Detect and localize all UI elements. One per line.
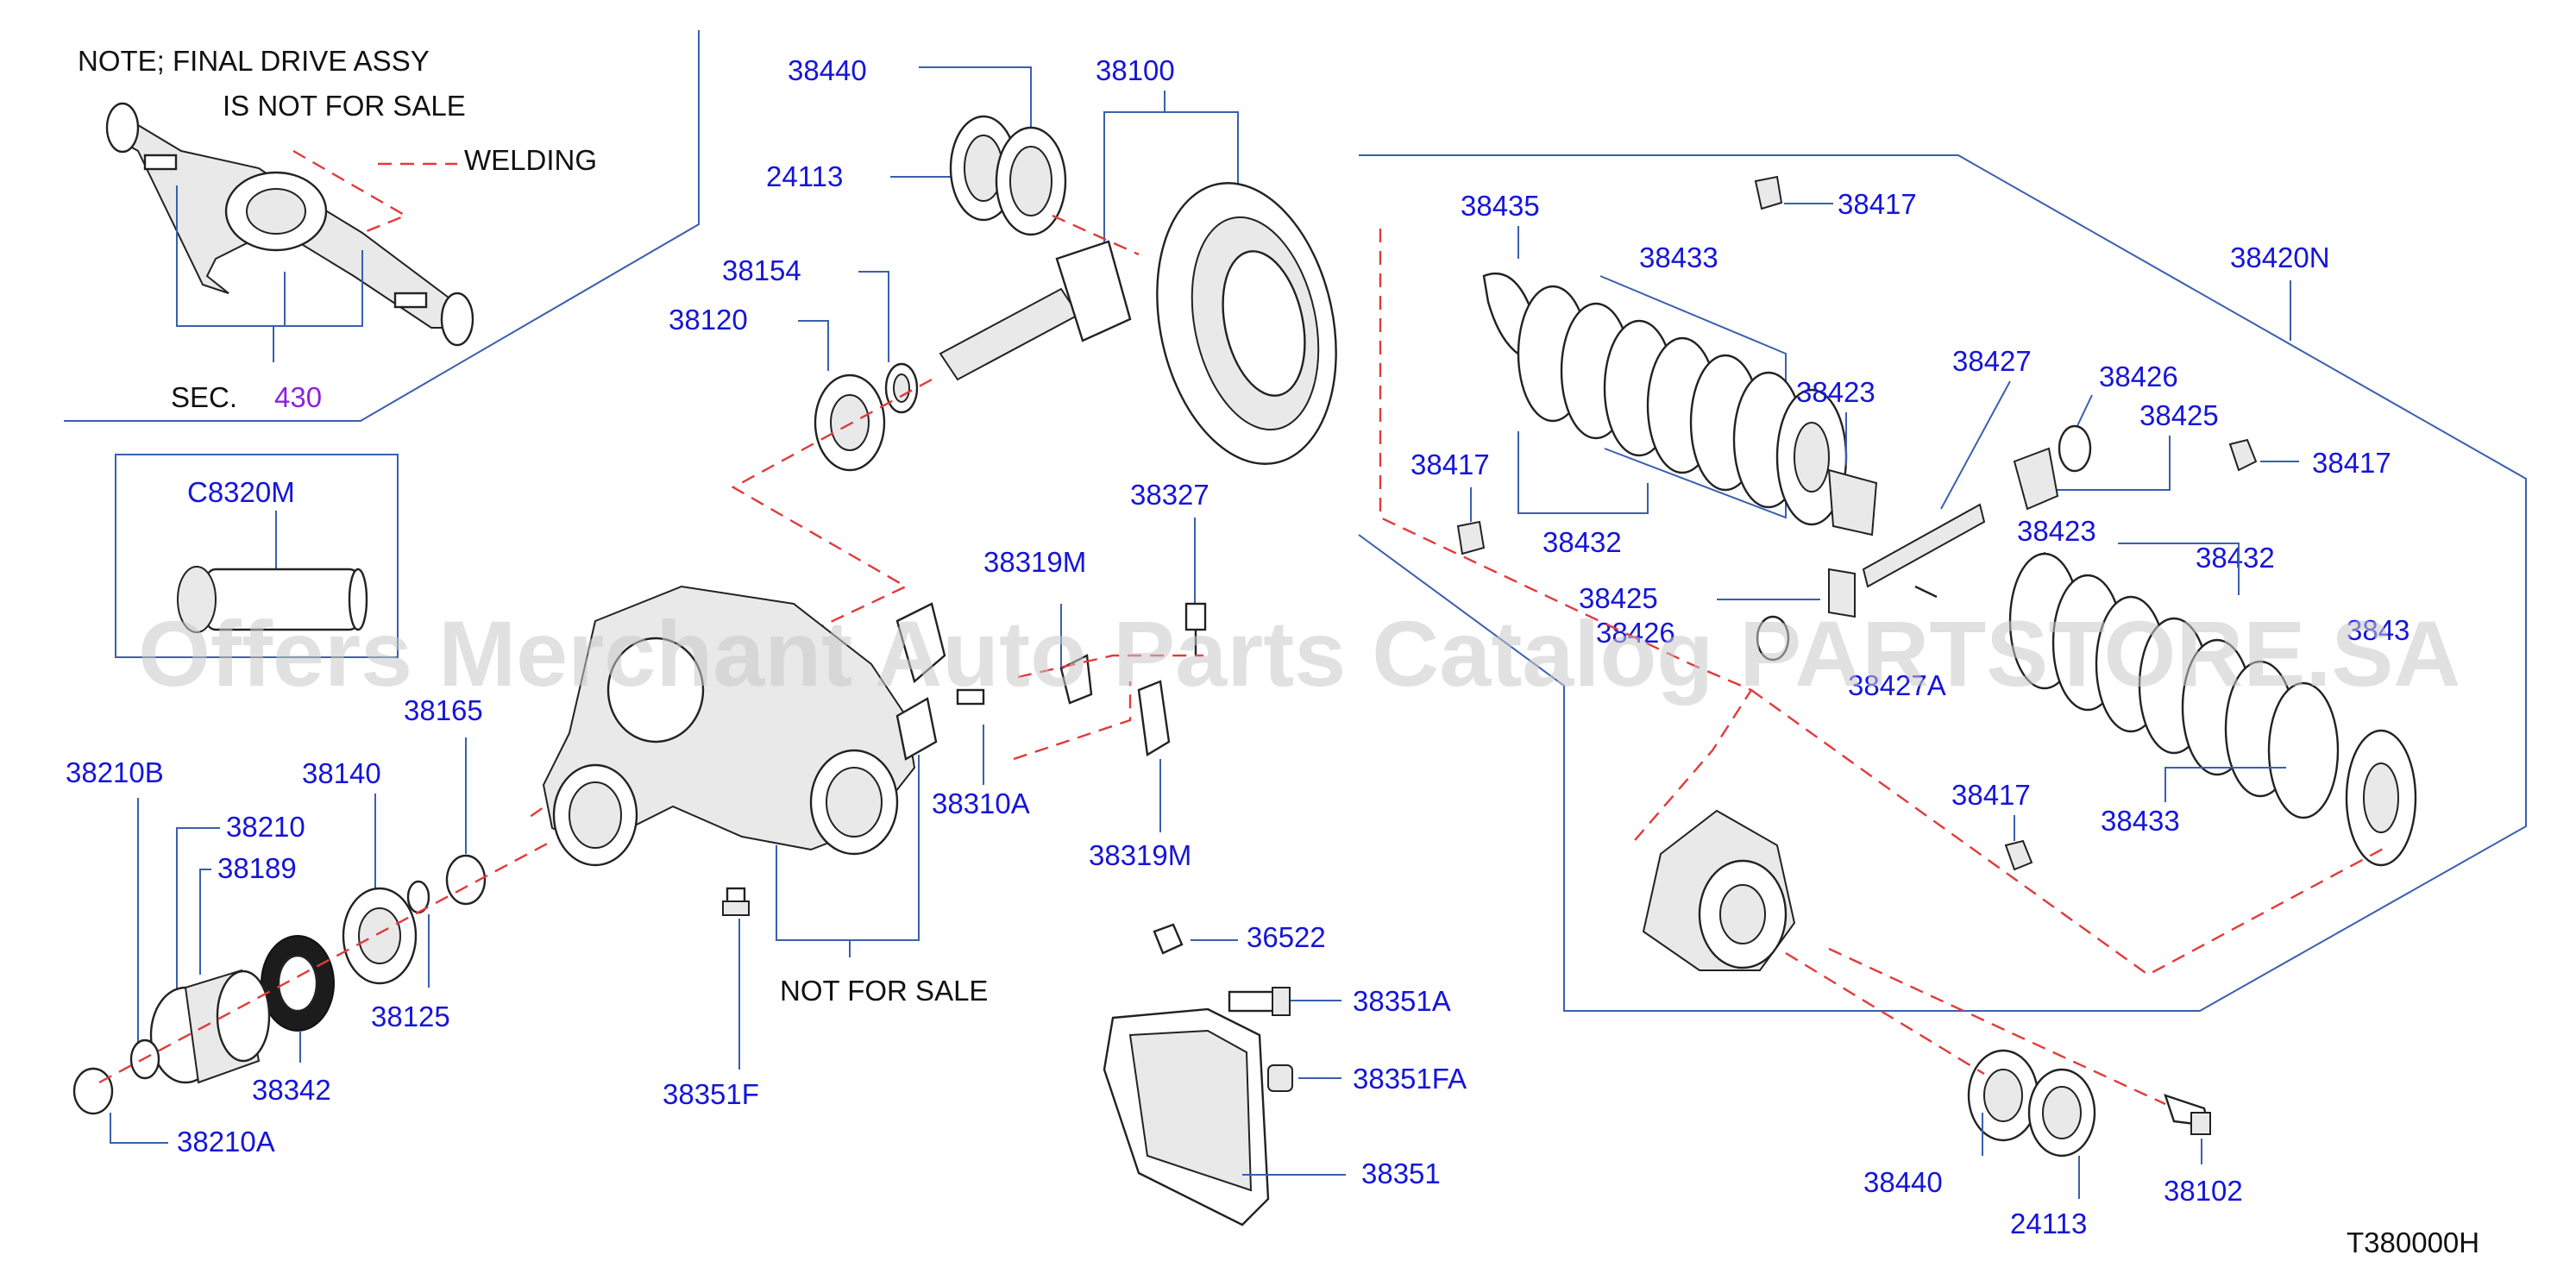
label-38100: 38100	[1096, 54, 1175, 86]
watermark: Offers Merchant Auto Parts Catalog PARTS…	[138, 601, 2460, 706]
c8320m-panel: C8320M	[115, 454, 399, 658]
clutch-plate-stack-left	[1517, 285, 1848, 526]
label-38140: 38140	[302, 757, 381, 789]
rear-cover-group: 36522 38351A 38351FA 38351	[1103, 921, 1467, 1227]
note-line2: IS NOT FOR SALE	[223, 90, 466, 122]
label-38319m-top: 38319M	[983, 546, 1086, 578]
label-38440-bot: 38440	[1863, 1166, 1943, 1198]
label-38102: 38102	[2164, 1175, 2243, 1207]
label-38165: 38165	[404, 694, 483, 726]
label-38432-left: 38432	[1542, 526, 1622, 558]
label-3843x: 3843	[2347, 614, 2410, 646]
label-38426-top: 38426	[2099, 361, 2178, 392]
label-38125: 38125	[371, 1001, 450, 1032]
note-panel: NOTE; FINAL DRIVE ASSY IS NOT FOR SALE W…	[64, 30, 700, 422]
label-38420n: 38420N	[2230, 242, 2330, 273]
label-38435: 38435	[1461, 190, 1540, 222]
filler-bracket-group: 38327 38319M 38310A 38319M	[932, 479, 1209, 871]
side-bearing-group: 38440 24113 38102	[1785, 947, 2243, 1239]
label-38189: 38189	[217, 852, 297, 884]
clutch-plate-stack-right	[2008, 552, 2417, 867]
welding-label: WELDING	[464, 144, 597, 176]
label-38351a: 38351A	[1353, 985, 1451, 1017]
label-38351: 38351	[1361, 1158, 1441, 1189]
label-38440-top: 38440	[788, 54, 867, 86]
pinion-front-group: 38165 38140 38125 38342 38210B 38210 381…	[66, 694, 553, 1158]
label-38120: 38120	[669, 304, 748, 336]
label-24113-top: 24113	[766, 160, 843, 192]
label-38417-a: 38417	[1838, 188, 1917, 220]
diff-case	[1642, 809, 1796, 971]
label-38351f: 38351F	[663, 1078, 759, 1110]
sec-label: SEC.	[171, 381, 237, 413]
label-38425-mid: 38425	[1579, 582, 1658, 614]
label-38432-right: 38432	[2196, 542, 2275, 574]
label-38433-bot: 38433	[2101, 805, 2180, 837]
diagram-code: T380000H	[2347, 1227, 2479, 1258]
sec-number: 430	[274, 381, 322, 413]
label-38319m-bot: 38319M	[1089, 839, 1191, 871]
label-24113-bot: 24113	[2010, 1208, 2087, 1239]
label-38210b: 38210B	[66, 756, 164, 788]
not-for-sale-label: NOT FOR SALE	[780, 975, 988, 1007]
label-38425-top: 38425	[2139, 399, 2219, 431]
label-38423-top: 38423	[1796, 376, 1875, 408]
label-38210: 38210	[226, 811, 305, 843]
label-38351fa: 38351FA	[1353, 1063, 1467, 1095]
label-38426-mid: 38426	[1596, 617, 1675, 649]
breather-38351f: 38351F	[663, 887, 759, 1110]
lsd-assy-group: 38420N 38435 38417 38433 38423 38417 384…	[1358, 154, 2527, 1012]
label-38154: 38154	[722, 254, 801, 286]
label-38310a: 38310A	[932, 787, 1030, 819]
label-38423-mid: 38423	[2017, 515, 2096, 547]
label-c8320m: C8320M	[187, 476, 295, 508]
axle-housing-illustration	[105, 102, 474, 347]
label-38417-b: 38417	[1411, 449, 1490, 480]
label-38427: 38427	[1952, 345, 2032, 377]
label-38433-top: 38433	[1639, 242, 1718, 273]
label-38327: 38327	[1130, 479, 1209, 511]
label-38210a: 38210A	[177, 1126, 275, 1158]
label-38342: 38342	[252, 1074, 331, 1106]
label-38417-c: 38417	[2312, 447, 2391, 479]
carrier-housing: NOT FOR SALE	[542, 585, 988, 1007]
label-36522: 36522	[1247, 921, 1326, 953]
ring-pinion-group: 38440 24113 38100 38154 38120	[525, 54, 1337, 820]
note-line1: NOTE; FINAL DRIVE ASSY	[78, 45, 430, 77]
label-38417-d: 38417	[1951, 779, 2031, 811]
label-38427a: 38427A	[1848, 669, 1946, 701]
